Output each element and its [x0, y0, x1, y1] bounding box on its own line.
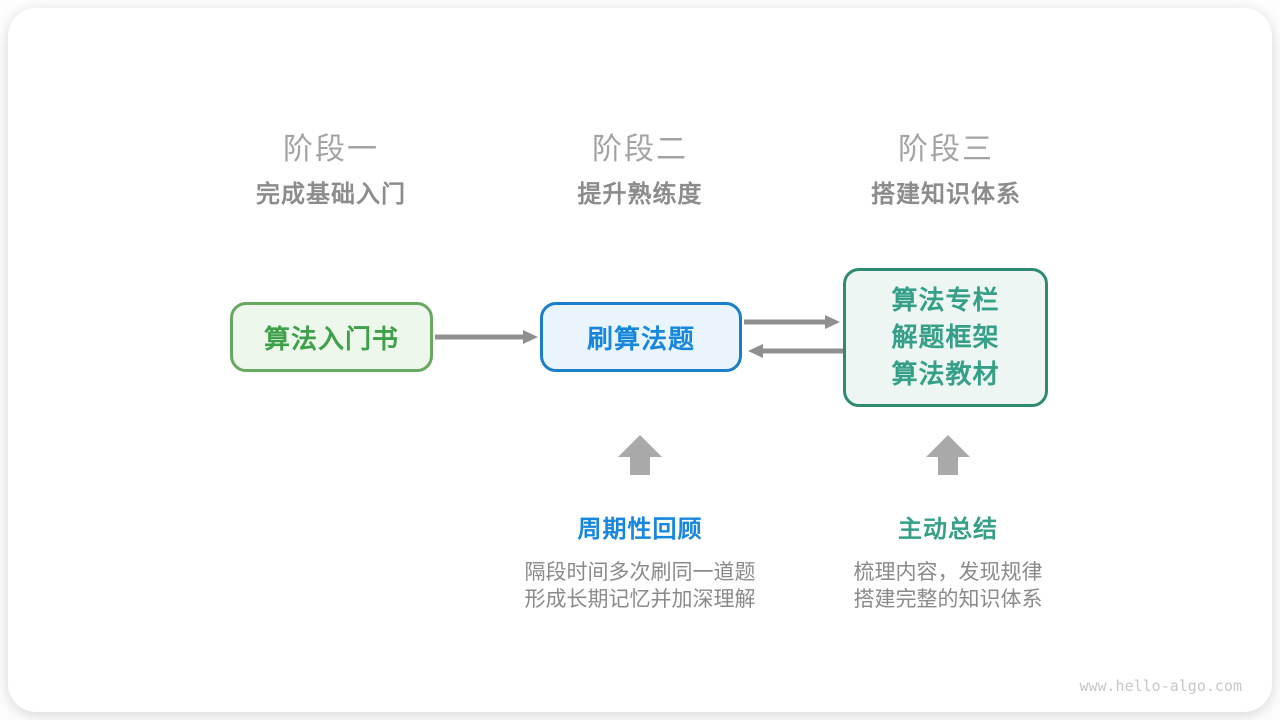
annotation-active-summary-desc-line-1: 梳理内容，发现规律	[853, 561, 1043, 584]
annotation-periodic-review-desc: 隔段时间多次刷同一道题 形成长期记忆并加深理解	[525, 559, 756, 613]
node-practice-problems-label: 刷算法题	[586, 323, 695, 354]
stage-3-subtitle: 搭建知识体系	[871, 181, 1021, 208]
annotation-periodic-review-desc-line-1: 隔段时间多次刷同一道题	[524, 561, 756, 584]
node-beginner-book: 算法入门书	[230, 302, 433, 372]
stage-2-title: 阶段二	[592, 133, 688, 166]
node-resources-line-3: 算法教材	[891, 359, 1000, 389]
annotation-periodic-review-title: 周期性回顾	[577, 516, 703, 543]
stage-1-title: 阶段一	[283, 133, 379, 166]
node-practice-problems: 刷算法题	[540, 302, 742, 372]
node-resources-line-2: 解题框架	[891, 322, 1000, 352]
annotation-active-summary-title: 主动总结	[898, 516, 998, 543]
watermark: www.hello-algo.com	[1079, 677, 1242, 695]
node-knowledge-resources: 算法专栏 解题框架 算法教材	[843, 268, 1048, 407]
annotation-periodic-review-desc-line-2: 形成长期记忆并加深理解	[524, 588, 756, 611]
node-beginner-book-label: 算法入门书	[263, 323, 399, 354]
stage-1-subtitle: 完成基础入门	[256, 181, 406, 208]
node-resources-line-1: 算法专栏	[891, 285, 1000, 315]
annotation-active-summary-desc-line-2: 搭建完整的知识体系	[853, 588, 1043, 611]
stage-2-subtitle: 提升熟练度	[577, 181, 703, 208]
stage-3-title: 阶段三	[898, 133, 994, 166]
annotation-active-summary-desc: 梳理内容，发现规律 搭建完整的知识体系	[854, 559, 1043, 613]
